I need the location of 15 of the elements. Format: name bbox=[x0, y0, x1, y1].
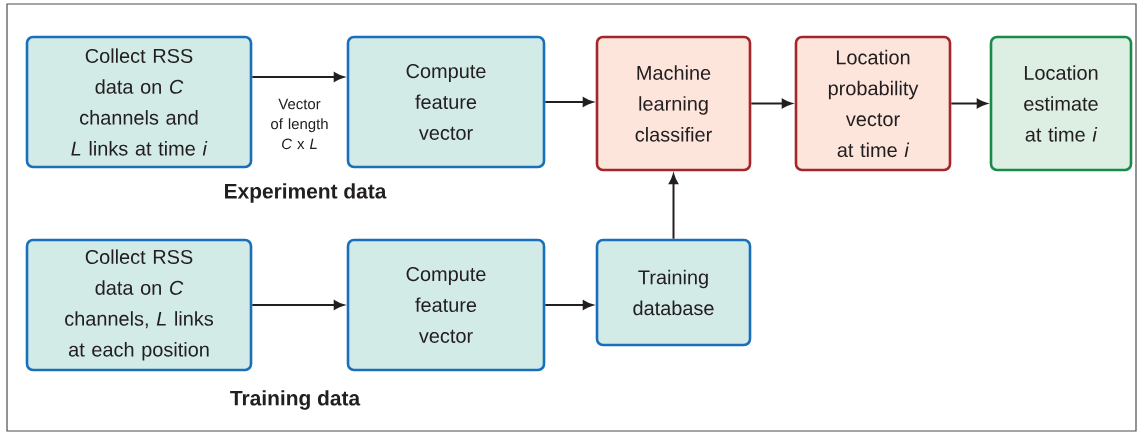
process-box: Collect RSS data on C channels and L links at time i bbox=[25, 35, 253, 169]
process-box: Compute feature vector bbox=[346, 238, 546, 372]
process-box: Location probability vector at time i bbox=[794, 35, 952, 172]
section-heading: Experiment data bbox=[225, 183, 387, 203]
process-box: Collect RSS data on C channels, L links at each position bbox=[25, 238, 253, 372]
edge-label: Vector of length C x L bbox=[263, 97, 336, 151]
process-box: Compute feature vector bbox=[346, 35, 546, 169]
arrow bbox=[544, 97, 593, 107]
process-box: Training database bbox=[595, 238, 752, 347]
arrow bbox=[251, 300, 344, 310]
arrow bbox=[251, 72, 344, 82]
arrow bbox=[544, 300, 593, 310]
section-heading: Training data bbox=[230, 390, 361, 410]
process-box: Machine learning classifier bbox=[595, 35, 752, 172]
process-box: Location estimate at time i bbox=[989, 35, 1133, 172]
